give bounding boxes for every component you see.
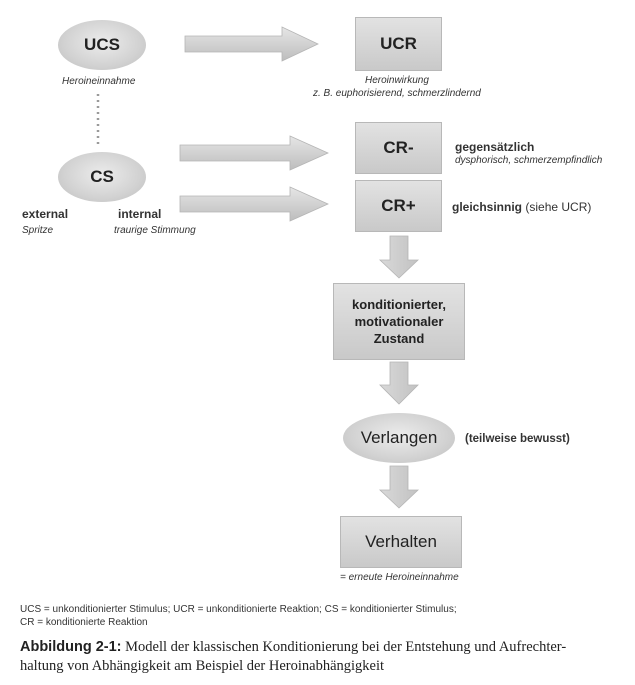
ucr-sublabel: Heroinwirkung [365, 75, 429, 86]
state-line-2: motivationaler [354, 314, 444, 329]
ucs-node: UCS [58, 20, 146, 70]
ucr-example: z. B. euphorisierend, schmerzlindernd [313, 88, 481, 99]
verhalten-node: Verhalten [340, 516, 462, 568]
external-sublabel: Spritze [22, 225, 54, 236]
verlangen-note: (teilweise bewusst) [465, 433, 570, 445]
cr-minus-sublabel: dysphorisch, schmerzempfindlich [455, 155, 603, 166]
internal-label: internal [118, 207, 162, 221]
arrow-cs-to-crplus [179, 186, 329, 222]
cr-plus-description: gleichsinnig (siehe UCR) [452, 200, 591, 214]
ucs-label: UCS [84, 35, 120, 54]
state-line-3: Zustand [373, 331, 425, 346]
cr-plus-note: (siehe UCR) [525, 200, 592, 214]
arrow-cs-to-crminus [179, 135, 329, 171]
arrow-state-to-verlangen [379, 361, 419, 405]
caption-text-1: Modell der klassischen Konditionierung b… [121, 639, 567, 655]
figure-caption: Abbildung 2-1: Modell der klassischen Ko… [20, 638, 625, 676]
arrow-verlangen-to-verhalten [378, 465, 420, 509]
verlangen-node: Verlangen [343, 413, 455, 463]
cs-label: CS [90, 167, 114, 186]
verhalten-sublabel: = erneute Heroineinnahme [340, 572, 459, 583]
verlangen-label: Verlangen [360, 428, 438, 447]
ucr-node: UCR [355, 17, 442, 71]
cr-plus-label: CR+ [381, 196, 416, 215]
state-line-1: konditionierter, [352, 297, 446, 312]
legend-line-1: UCS = unkonditionierter Stimulus; UCR = … [20, 604, 457, 615]
arrow-crplus-to-state [378, 235, 420, 279]
cr-minus-node: CR- [355, 122, 442, 174]
cs-node: CS [58, 152, 146, 202]
legend-line-2: CR = konditionierte Reaktion [20, 617, 148, 628]
external-label: external [22, 207, 69, 221]
caption-label: Abbildung 2-1: [20, 639, 122, 655]
motivational-state-node: konditionierter, motivationaler Zustand [333, 283, 465, 360]
cr-minus-label: CR- [383, 138, 414, 157]
verhalten-label: Verhalten [365, 532, 437, 551]
caption-line-2: haltung von Abhängigkeit am Beispiel der… [20, 658, 385, 674]
cr-plus-node: CR+ [355, 180, 442, 232]
ucs-sublabel: Heroineinnahme [62, 76, 136, 87]
cr-minus-title: gegensätzlich [455, 140, 535, 154]
arrow-ucs-to-ucr [184, 26, 319, 62]
caption-line-1: Abbildung 2-1: Modell der klassischen Ko… [20, 638, 625, 657]
cr-plus-title: gleichsinnig [452, 200, 523, 214]
ucr-label: UCR [380, 34, 417, 53]
internal-sublabel: traurige Stimmung [114, 225, 196, 236]
abbreviation-legend: UCS = unkonditionierter Stimulus; UCR = … [20, 603, 620, 629]
